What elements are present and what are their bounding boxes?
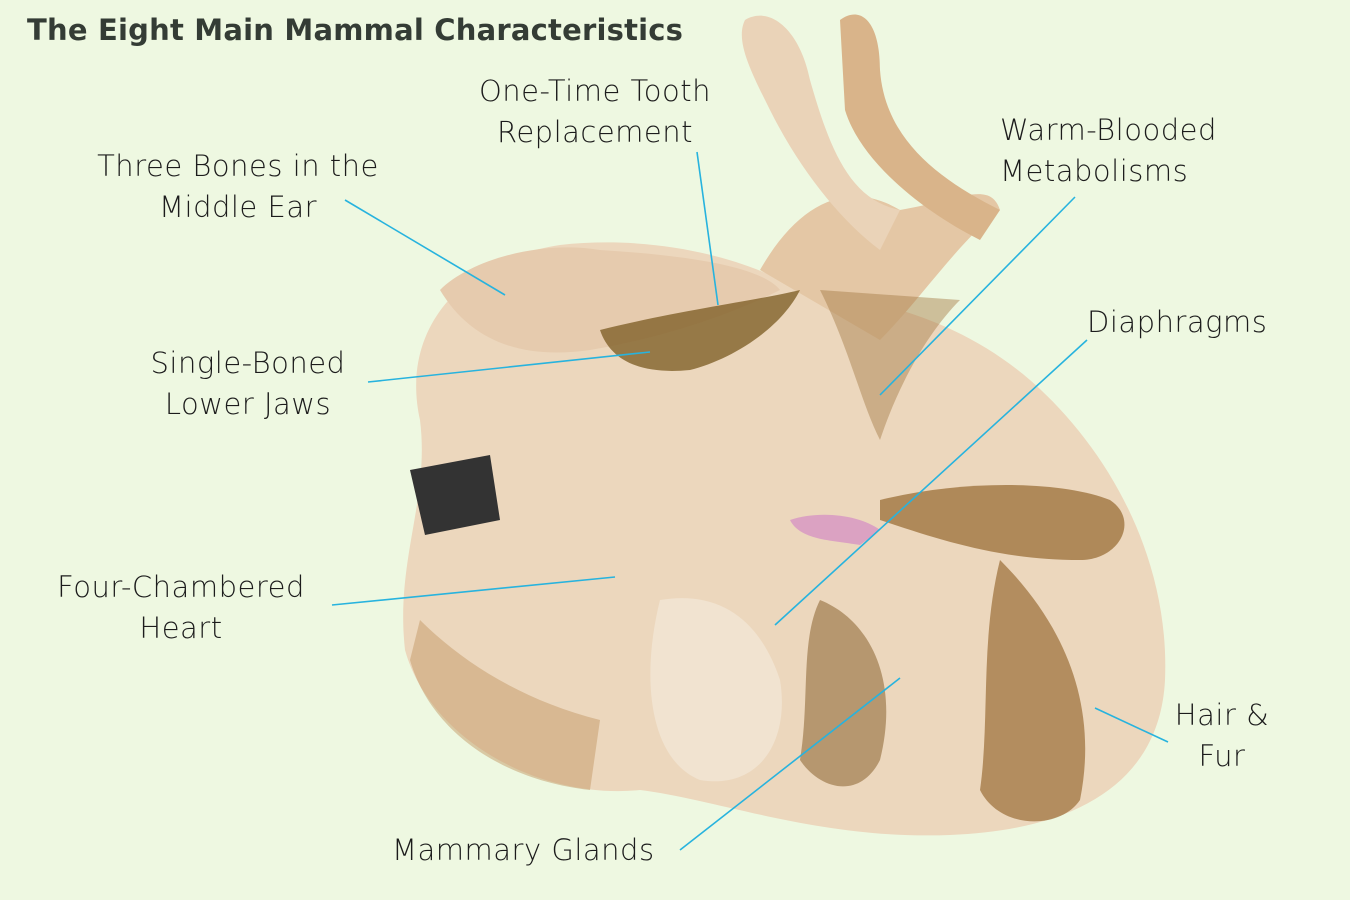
- label-mammary-glands: Mammary Glands: [392, 830, 655, 871]
- label-diaphragms: Diaphragms: [1087, 302, 1267, 343]
- label-line: Middle Ear: [158, 190, 318, 224]
- leader-mammary: [679, 677, 901, 851]
- leader-ear: [344, 199, 506, 296]
- label-line: Four-Chambered: [57, 570, 305, 604]
- label-line: Single-Boned: [150, 346, 346, 380]
- label-warm-blooded: Warm-Blooded Metabolisms: [1000, 110, 1217, 192]
- leader-heart: [331, 576, 616, 606]
- leader-warm: [879, 196, 1076, 396]
- leader-tooth: [696, 151, 719, 306]
- leader-jaws: [367, 351, 651, 383]
- label-line: Replacement: [496, 115, 694, 149]
- leader-hair: [1094, 707, 1169, 743]
- label-line: Heart: [139, 611, 223, 645]
- label-line: Fur: [1198, 739, 1246, 773]
- label-line: Hair &: [1174, 698, 1270, 732]
- label-lower-jaws: Single-Boned Lower Jaws: [151, 343, 346, 425]
- page-title: The Eight Main Mammal Characteristics: [27, 13, 684, 47]
- label-line: Diaphragms: [1087, 305, 1268, 339]
- label-hair-fur: Hair & Fur: [1175, 695, 1269, 777]
- label-heart: Four-Chambered Heart: [57, 567, 305, 649]
- label-tooth-replacement: One-Time Tooth Replacement: [479, 71, 711, 153]
- label-line: Warm-Blooded: [1000, 113, 1217, 147]
- label-line: Mammary Glands: [392, 833, 655, 867]
- label-line: Lower Jaws: [164, 387, 332, 421]
- label-line: Metabolisms: [1000, 154, 1189, 188]
- leader-diaphragm: [774, 339, 1088, 626]
- label-middle-ear: Three Bones in the Middle Ear: [97, 146, 379, 228]
- label-line: One-Time Tooth: [478, 74, 712, 108]
- leader-lines: [331, 151, 1169, 851]
- label-line: Three Bones in the: [97, 149, 379, 183]
